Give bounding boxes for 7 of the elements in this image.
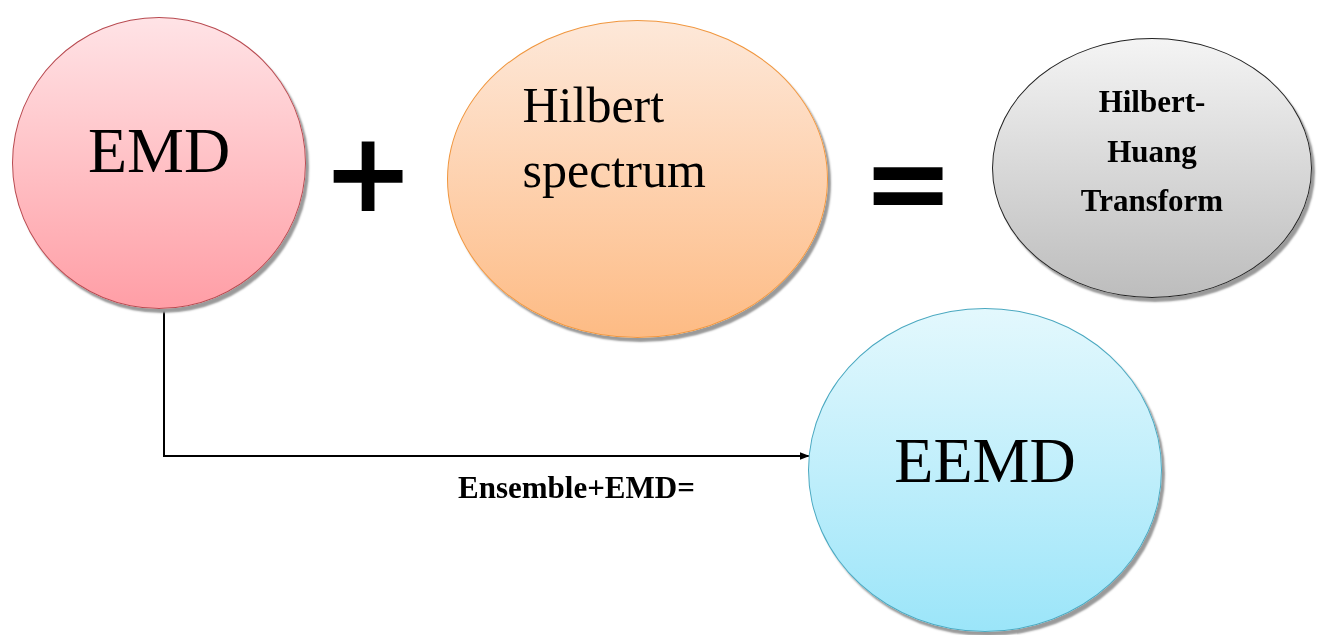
node-label: EEMD [894, 429, 1076, 493]
node-label: Hilbert spectrum [522, 76, 707, 200]
operator-sign: + [322, 118, 415, 228]
node-label: Hilbert- Huang Transform [1079, 83, 1225, 221]
node-label: EMD [87, 119, 231, 183]
arrow [163, 307, 810, 460]
operator-sign: = [862, 128, 955, 238]
